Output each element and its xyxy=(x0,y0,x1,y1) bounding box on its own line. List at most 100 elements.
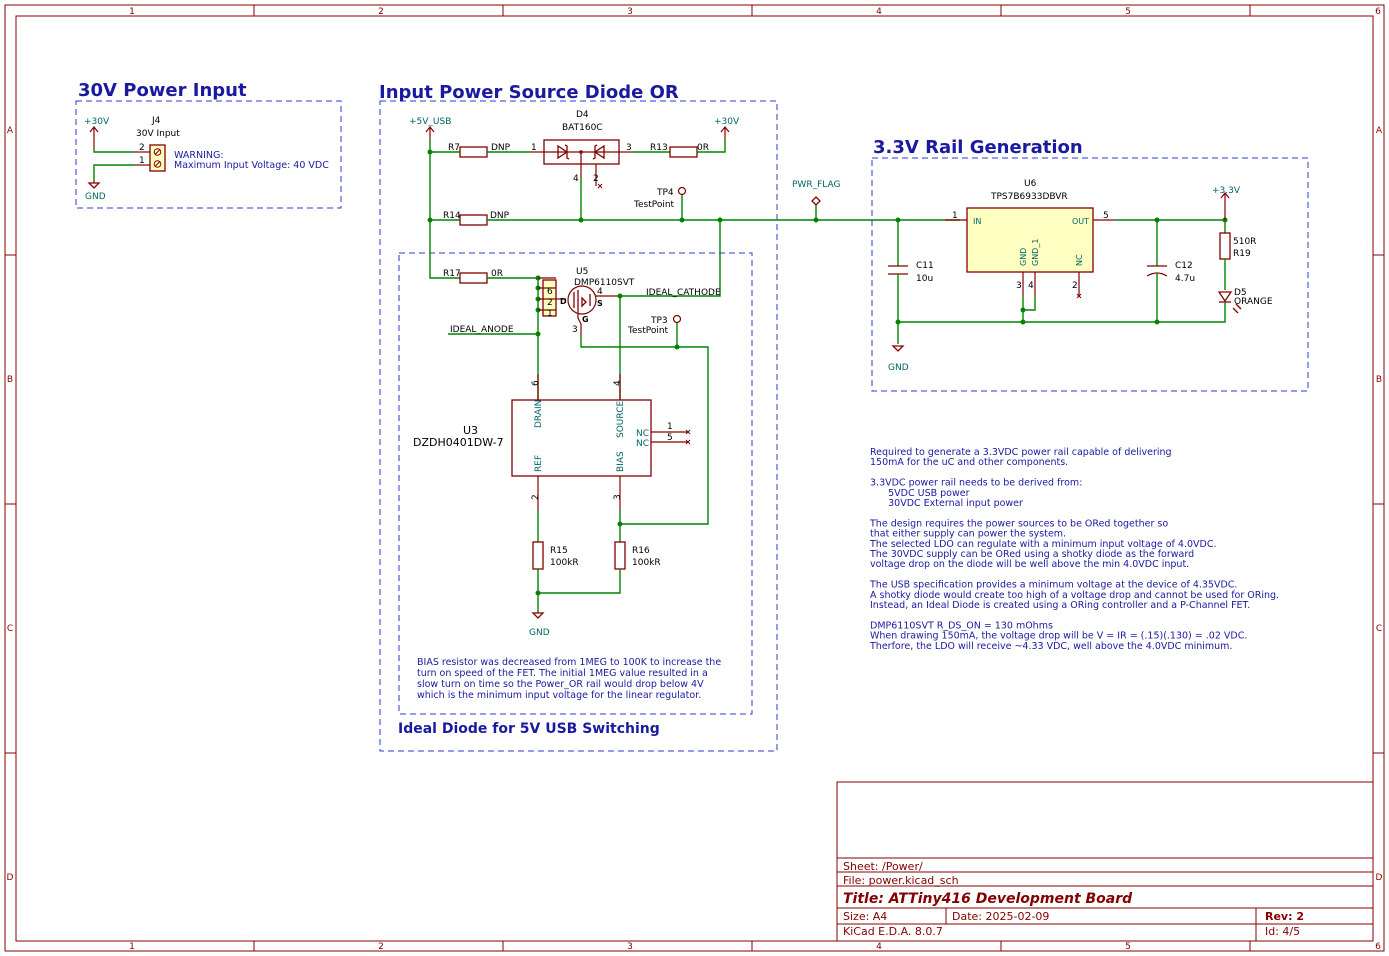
r19-resistor xyxy=(1219,232,1231,260)
r14-resistor xyxy=(459,214,488,226)
tp3-testpoint-icon xyxy=(672,314,682,324)
u3-pin1: 1 xyxy=(667,422,673,432)
design-note-line: Therfore, the LDO will receive ~4.33 VDC… xyxy=(869,641,1232,652)
diode-or-circuit: +5V_USB +30V R7 DNP D4 BAT160C 1 3 4 2 xyxy=(409,110,960,279)
r15-ref: R15 xyxy=(550,546,568,556)
u3-ref-pin: REF xyxy=(534,455,544,472)
col-label: 1 xyxy=(129,942,135,952)
design-note-line: Instead, an Ideal Diode is created using… xyxy=(870,600,1250,611)
r19-value: 510R xyxy=(1233,237,1256,247)
design-note-line: A shotky diode would create too high of … xyxy=(870,590,1279,601)
bias-note-line: slow turn on time so the Power_OR rail w… xyxy=(417,679,704,690)
col-label: 3 xyxy=(627,7,633,17)
r7-resistor xyxy=(459,146,488,158)
j4-pin2: 2 xyxy=(139,143,145,153)
r15-resistor xyxy=(532,541,544,570)
u3-source-pin: SOURCE xyxy=(616,401,626,438)
u6-nc-pin: NC xyxy=(1075,254,1084,266)
u6-ref: U6 xyxy=(1024,179,1037,189)
tp4-value: TestPoint xyxy=(633,200,675,210)
row-label: A xyxy=(1376,126,1383,136)
u5-g-label: G xyxy=(582,315,589,324)
gnd-icon xyxy=(531,612,545,619)
design-note-line: 150mA for the uC and other components. xyxy=(870,457,1068,468)
screw-terminal-icon xyxy=(153,160,162,168)
u6-gnd-pin: GND xyxy=(1019,248,1028,266)
u6-out-pin: OUT xyxy=(1072,217,1089,226)
diode-or-box xyxy=(379,100,778,752)
u3-controller-body xyxy=(511,399,652,477)
col-label: 2 xyxy=(378,7,384,17)
row-label: D xyxy=(7,873,14,883)
tb-size: Size: A4 xyxy=(843,910,887,923)
r7-ref: R7 xyxy=(448,143,460,153)
tb-rev: Rev: 2 xyxy=(1265,910,1304,923)
screw-terminal-icon xyxy=(153,148,162,156)
u5-s-label: S xyxy=(597,299,603,308)
d5-ref: D5 xyxy=(1234,288,1247,298)
u3-value: DZDH0401DW-7 xyxy=(413,436,504,449)
u6-gnd1-pin: GND_1 xyxy=(1031,239,1040,266)
pwr-33v-label: +3.3V xyxy=(1212,186,1241,196)
design-note-line: The 30VDC supply can be ORed using a sho… xyxy=(869,549,1194,560)
bias-note-line: which is the minimum input voltage for t… xyxy=(417,690,701,701)
d4-pin3: 3 xyxy=(626,143,632,153)
ideal-anode-label: IDEAL_ANODE xyxy=(450,325,514,335)
design-note-line: The USB specification provides a minimum… xyxy=(869,580,1237,591)
design-note-line: DMP6110SVT R_DS_ON = 130 mOhms xyxy=(870,620,1053,631)
u3-drain-pin: DRAIN xyxy=(534,400,544,428)
bias-note-line: BIAS resistor was decreased from 1MEG to… xyxy=(417,657,721,668)
r13-value: 0R xyxy=(697,143,709,153)
u3-pin3: 3 xyxy=(613,494,623,500)
design-note-line: voltage drop on the diode will be well a… xyxy=(870,559,1189,570)
c11-value: 10u xyxy=(916,274,933,284)
tb-tool: KiCad E.D.A. 8.0.7 xyxy=(843,925,943,938)
col-label: 3 xyxy=(627,942,633,952)
design-note-line: 3.3VDC power rail needs to be derived fr… xyxy=(870,478,1082,489)
design-note-line: The design requires the power sources to… xyxy=(869,518,1168,529)
u5-pin: 6 xyxy=(547,287,553,297)
col-label: 4 xyxy=(876,7,882,17)
design-note-line: When drawing 150mA, the voltage drop wil… xyxy=(870,631,1247,642)
r7-value: DNP xyxy=(491,143,511,153)
pwr-flag-label: PWR_FLAG xyxy=(792,180,840,190)
design-note-line: 5VDC USB power xyxy=(870,488,970,499)
ideal-diode-circuit: R17 0R 6 6 2 1 5 D S G 4 3 U5 DMP6110SVT xyxy=(413,220,721,701)
j4-pin1: 1 xyxy=(139,156,145,166)
col-label: 6 xyxy=(1375,7,1381,17)
ideal-cathode-label: IDEAL_CATHODE xyxy=(646,288,721,298)
col-label: 6 xyxy=(1375,942,1381,952)
pwr-30v-label: +30V xyxy=(84,117,110,127)
u5-pin: 1 xyxy=(547,309,553,319)
j4-value: 30V Input xyxy=(136,129,180,139)
section-title-diode-or: Input Power Source Diode OR xyxy=(379,82,679,103)
design-note-line: The selected LDO can regulate with a min… xyxy=(869,539,1217,550)
pwr-30v-right-label: +30V xyxy=(714,117,740,127)
c12-value: 4.7u xyxy=(1175,274,1195,284)
tp4-ref: TP4 xyxy=(656,188,674,198)
gnd-icon xyxy=(891,345,905,352)
c12-ref: C12 xyxy=(1175,261,1193,271)
j4-ref: J4 xyxy=(151,116,161,126)
pwr-5v-usb-label: +5V_USB xyxy=(409,117,451,127)
tb-sheet: Sheet: /Power/ xyxy=(843,860,923,873)
col-label: 5 xyxy=(1125,942,1131,952)
u5-pin: 2 xyxy=(547,298,553,308)
r17-value: 0R xyxy=(491,269,503,279)
d4-pin1: 1 xyxy=(531,143,537,153)
tp3-value: TestPoint xyxy=(627,326,669,336)
r15-value: 100kR xyxy=(550,558,579,568)
border-column-labels: 1 2 3 4 5 6 1 2 3 4 5 6 xyxy=(129,7,1381,952)
tb-date: Date: 2025-02-09 xyxy=(952,910,1049,923)
power-input-circuit: +30V GND 2 1 J4 30V Input WARNING: Maxim… xyxy=(84,116,329,202)
u3-bias-pin: BIAS xyxy=(616,451,626,472)
u6-ldo-body xyxy=(966,207,1094,273)
section-title-power-input: 30V Power Input xyxy=(78,80,247,101)
d4-value: BAT160C xyxy=(562,123,603,133)
u6-pin1: 1 xyxy=(952,211,958,221)
rail-box xyxy=(871,157,1309,392)
gnd-label: GND xyxy=(888,363,909,373)
u5-value: DMP6110SVT xyxy=(574,278,635,288)
row-label: B xyxy=(7,375,13,385)
